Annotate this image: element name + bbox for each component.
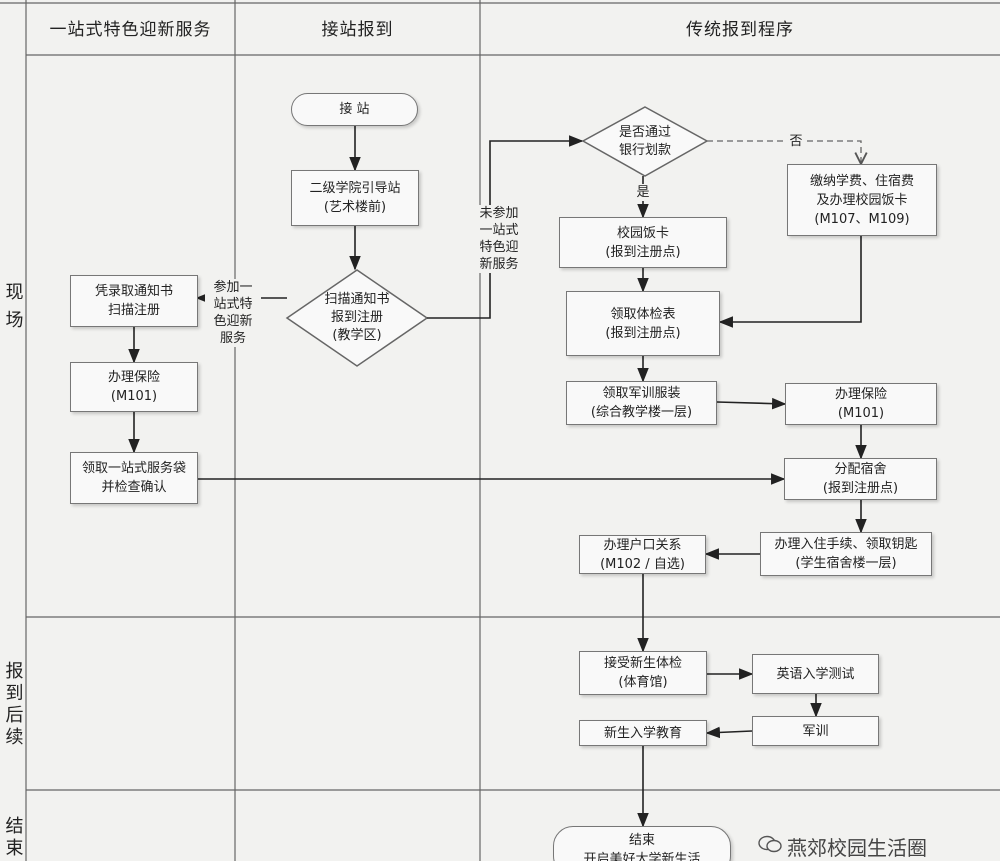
node-text: 办理户口关系: [603, 537, 682, 553]
node-text: 办理入住手续、领取钥匙: [774, 537, 918, 552]
node-college-guide-station: 二级学院引导站 (艺术楼前): [291, 170, 419, 226]
node-text: (教学区): [332, 328, 382, 343]
no-branch-arrow: [707, 140, 861, 164]
node-text: 办理保险: [107, 370, 160, 385]
label-line: 特色迎: [479, 240, 519, 255]
node-orientation-education: 新生入学教育: [579, 720, 707, 746]
node-text: (M101): [110, 389, 158, 404]
node-english-test: 英语入学测试: [752, 654, 879, 694]
node-text: 扫描注册: [107, 303, 160, 318]
node-insurance-right: 办理保险 (M101): [785, 383, 937, 425]
node-pickup-station: 接 站: [291, 93, 418, 126]
node-admission-letter-scan: 凭录取通知书 扫描注册: [70, 275, 198, 327]
label-line: 站式特: [213, 297, 253, 312]
node-text: 报到注册: [330, 310, 383, 325]
node-checkin-keys: 办理入住手续、领取钥匙 (学生宿舍楼一层): [760, 532, 932, 576]
node-text: 缴纳学费、住宿费: [809, 173, 914, 189]
label-not-join-one-stop: 未参加 一站式 特色迎 新服务: [470, 205, 528, 273]
label-yes: 是: [634, 184, 652, 201]
label-join-one-stop: 参加一 站式特 色迎新 服务: [205, 279, 261, 347]
node-scan-register: 扫描通知书 报到注册 (教学区): [300, 288, 414, 348]
node-campus-meal-card: 校园饭卡 (报到注册点): [559, 217, 727, 268]
node-text: 分配宿舍: [834, 462, 887, 477]
label-no: 否: [787, 133, 805, 150]
node-bank-transfer-decision: 是否通过 银行划款: [600, 120, 690, 164]
label-line: 新服务: [479, 257, 519, 272]
node-end: 结束 开启美好大学新生活: [553, 826, 731, 861]
label-line: 服务: [219, 331, 246, 346]
node-text: 领取军训服装: [602, 386, 681, 401]
lane-label-followup: 报到后续: [2, 661, 24, 749]
node-insurance-left: 办理保险 (M101): [70, 362, 198, 412]
decision-bank: [581, 106, 709, 177]
node-military-uniform: 领取军训服装 (综合教学楼一层): [566, 381, 717, 425]
node-text: 是否通过: [618, 125, 671, 140]
lane-label-onsite: 现场: [2, 282, 24, 338]
label-line: 一站式: [479, 223, 519, 238]
node-pay-fees: 缴纳学费、住宿费 及办理校园饭卡 (M107、M109): [787, 164, 937, 236]
node-text: (报到注册点): [605, 244, 681, 260]
wechat-icon: [757, 834, 783, 859]
node-text: 校园饭卡: [616, 225, 669, 241]
node-text: (报到注册点): [605, 325, 681, 341]
node-text: 接受新生体检: [603, 656, 682, 671]
node-health-form: 领取体检表 (报到注册点): [566, 291, 720, 356]
label-line: 未参加: [479, 206, 519, 221]
node-text: 军训: [802, 723, 829, 739]
node-text: 领取一站式服务袋: [81, 461, 186, 476]
node-text: (艺术楼前): [323, 200, 387, 215]
node-text: (综合教学楼一层): [590, 405, 693, 420]
header-station-checkin: 接站报到: [321, 20, 394, 40]
node-text: 银行划款: [618, 143, 671, 158]
node-text: 及办理校园饭卡: [816, 192, 908, 208]
label-line: 色迎新: [213, 314, 253, 329]
watermark: 燕郊校园生活圈: [757, 832, 927, 861]
node-text: 结束: [628, 833, 655, 848]
watermark-text: 燕郊校园生活圈: [787, 836, 927, 860]
header-one-stop-service: 一站式特色迎新服务: [49, 20, 212, 40]
node-text: 凭录取通知书: [94, 284, 173, 299]
header-traditional-procedure: 传统报到程序: [686, 20, 794, 40]
node-text: 新生入学教育: [603, 725, 682, 741]
node-household-registration: 办理户口关系 (M102 / 自选): [579, 535, 706, 574]
node-text: (M102 / 自选): [600, 556, 685, 572]
node-text: 英语入学测试: [776, 666, 855, 682]
node-text: (报到注册点): [822, 481, 899, 496]
node-text: 二级学院引导站: [309, 181, 401, 196]
node-military-training: 军训: [752, 716, 879, 746]
node-text: 开启美好大学新生活: [583, 852, 701, 861]
lane-label-end: 结束: [2, 816, 24, 860]
node-health-check: 接受新生体检 (体育馆): [579, 651, 707, 695]
node-service-bag: 领取一站式服务袋 并检查确认: [70, 452, 198, 504]
node-text: 领取体检表: [610, 306, 676, 322]
node-text: (M101): [837, 406, 885, 421]
node-text: 扫描通知书: [324, 292, 390, 307]
decision-scan: [285, 269, 429, 367]
node-text: (M107、M109): [814, 211, 910, 227]
node-text: 办理保险: [834, 387, 887, 402]
node-text: 接 站: [339, 102, 370, 117]
node-text: (学生宿舍楼一层): [795, 556, 897, 571]
label-line: 参加一: [213, 280, 253, 295]
decision-diamonds: [285, 106, 709, 367]
node-text: (体育馆): [618, 675, 668, 690]
node-text: 并检查确认: [101, 480, 167, 495]
node-dorm-assignment: 分配宿舍 (报到注册点): [784, 458, 937, 500]
